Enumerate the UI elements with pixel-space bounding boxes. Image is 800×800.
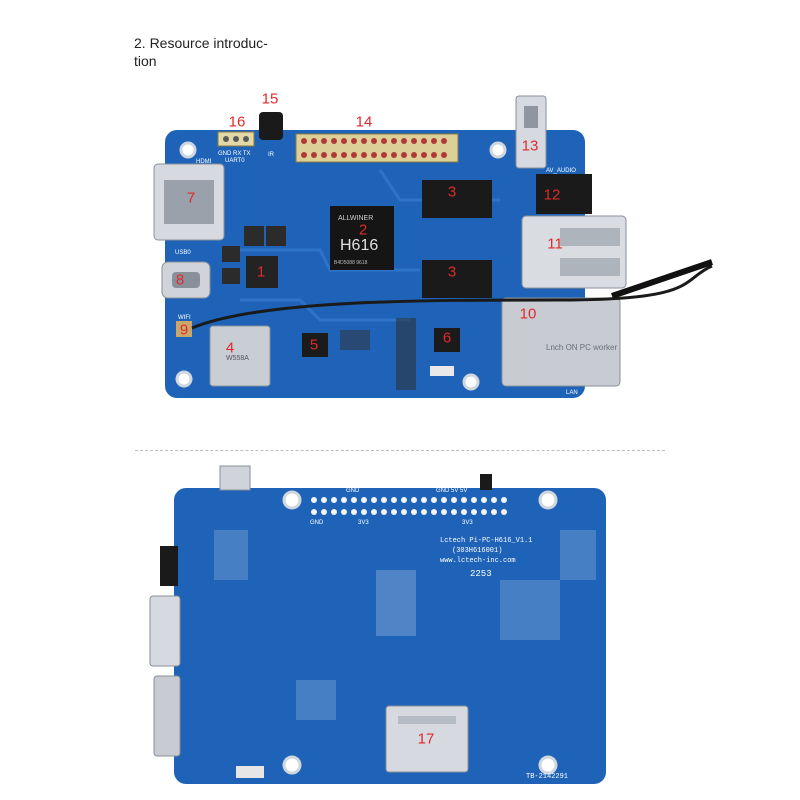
ethernet-port bbox=[501, 297, 621, 387]
mount-hole bbox=[538, 755, 558, 775]
chip-code: B4D5088 9618 bbox=[334, 260, 368, 266]
wifi-antenna-pad bbox=[176, 321, 192, 337]
callout-15: 15 bbox=[261, 90, 279, 108]
callout-9: 9 bbox=[179, 321, 189, 339]
callout-2: 2 bbox=[358, 221, 368, 239]
wifi-module bbox=[209, 325, 271, 387]
back-gnd-left: GND bbox=[346, 488, 360, 494]
callout-7: 7 bbox=[186, 189, 196, 207]
mount-hole bbox=[282, 490, 302, 510]
av-audio-label: AV_AUDIO bbox=[546, 168, 576, 174]
wifi-module-label: W558A bbox=[226, 355, 249, 362]
section-divider bbox=[135, 450, 665, 451]
chip-brand: ALLWINER bbox=[338, 215, 373, 222]
ir-label: IR bbox=[268, 152, 275, 158]
usb-top-port bbox=[515, 95, 547, 169]
callout-4: 4 bbox=[225, 339, 235, 357]
antenna-cable bbox=[191, 264, 713, 330]
back-pcb bbox=[174, 488, 606, 784]
back-gnd-5v-label: GND 5V 5V bbox=[436, 488, 467, 494]
mount-hole bbox=[282, 755, 302, 775]
lan-port-text: Lnch ON PC worker bbox=[546, 343, 617, 352]
ir-receiver bbox=[259, 112, 283, 140]
mount-hole bbox=[489, 141, 507, 159]
callout-11: 11 bbox=[547, 235, 563, 253]
back-left-lan bbox=[153, 675, 181, 757]
section-title: 2. Resource introduc- tion bbox=[134, 35, 268, 69]
mount-hole bbox=[462, 373, 480, 391]
back-left-usb bbox=[149, 595, 181, 667]
mount-hole bbox=[179, 141, 197, 159]
chip-model: H616 bbox=[340, 237, 378, 254]
ram-chip-top bbox=[422, 180, 492, 218]
lan-label: LAN bbox=[566, 390, 578, 396]
av-audio-jack bbox=[536, 174, 592, 214]
hdmi-label: HDMI bbox=[196, 159, 212, 165]
back-serial: TB-2142291 bbox=[526, 773, 568, 781]
back-3v3-right: 3V3 bbox=[462, 520, 473, 526]
back-url: www.lctech-inc.com bbox=[440, 557, 516, 565]
usb-label: USB0 bbox=[175, 250, 191, 256]
callout-14: 14 bbox=[355, 113, 373, 131]
ram-chip-bottom bbox=[422, 260, 492, 298]
callout-5: 5 bbox=[309, 336, 319, 354]
mount-hole bbox=[538, 490, 558, 510]
callout-3: 3 bbox=[447, 263, 457, 281]
dual-usb-port bbox=[521, 215, 627, 289]
back-board-model: Lctech Pi-PC-H616_V1.1 bbox=[440, 537, 532, 545]
callout-12: 12 bbox=[543, 186, 561, 204]
h616-soc bbox=[330, 206, 394, 270]
callout-6: 6 bbox=[442, 329, 452, 347]
callout-17: 17 bbox=[417, 730, 435, 748]
callout-8: 8 bbox=[175, 271, 185, 289]
callout-13: 13 bbox=[521, 137, 539, 155]
back-code: 2253 bbox=[470, 569, 492, 579]
back-board-id: (303H616001) bbox=[452, 547, 502, 555]
back-board: GND 5V 5V GND 3V3 3V3 GND Lctech Pi-PC-H… bbox=[149, 465, 606, 784]
uart-label: UART0 bbox=[225, 158, 245, 164]
back-3v3-left: 3V3 bbox=[358, 520, 369, 526]
callout-16: 16 bbox=[228, 113, 246, 131]
callout-1: 1 bbox=[256, 263, 266, 281]
front-board: GND RX TX UART0 IR HDMI USB0 WIFI ALLWIN… bbox=[153, 95, 713, 398]
callout-3: 3 bbox=[447, 183, 457, 201]
uart-pin-labels: GND RX TX bbox=[218, 151, 251, 157]
callout-10: 10 bbox=[519, 305, 537, 323]
chip-5 bbox=[302, 333, 328, 357]
mount-hole bbox=[175, 370, 193, 388]
power-chip bbox=[246, 256, 278, 288]
chip-6 bbox=[434, 328, 460, 352]
back-gnd-bottom: GND bbox=[310, 520, 324, 526]
wifi-label: WIFI bbox=[178, 315, 191, 321]
